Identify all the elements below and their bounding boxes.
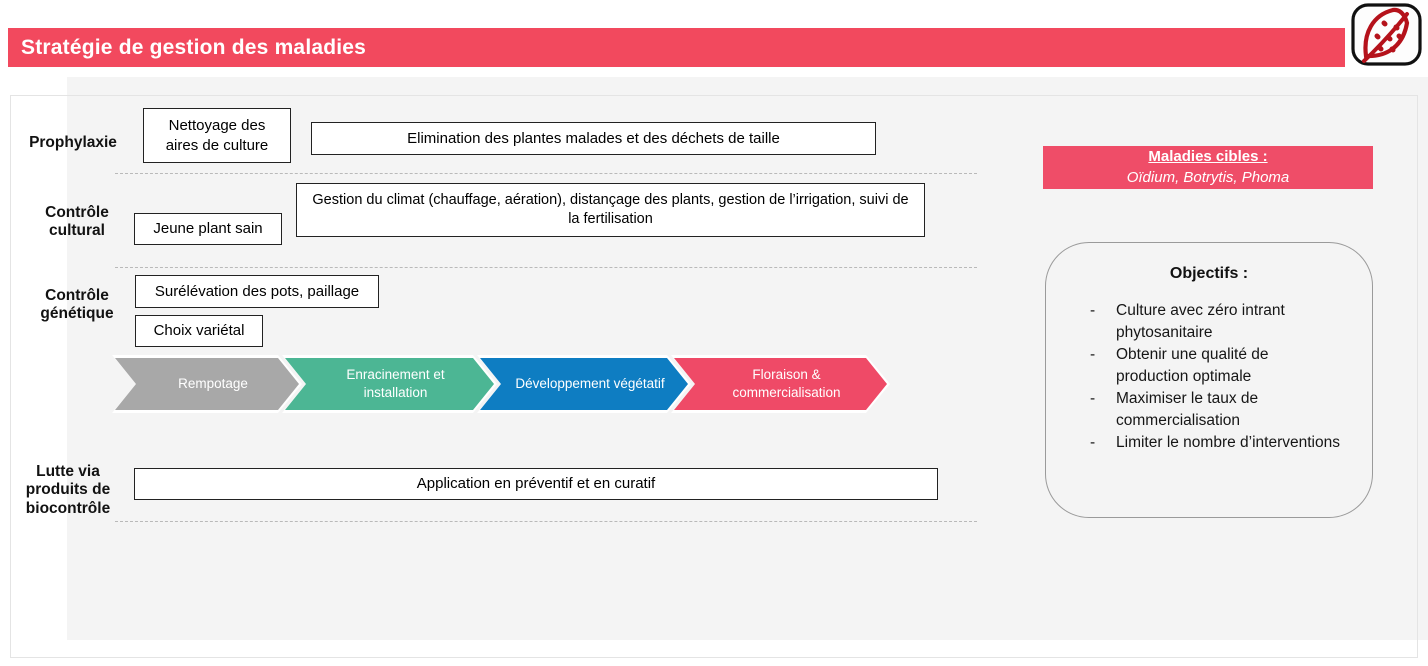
objectifs-title: Objectifs : (1169, 265, 1249, 282)
maladies-cibles-list: Oïdium, Botrytis, Phoma (1126, 168, 1290, 186)
objectif-text: Obtenir une qualité de production optima… (1116, 346, 1269, 385)
box-choix-varietal: Choix variétal (135, 315, 263, 347)
row-label-prophylaxie: Prophylaxie (29, 134, 117, 151)
maladies-cibles-title: Maladies cibles : (1148, 148, 1268, 166)
chevron-label: Développement végétatif (480, 358, 688, 410)
dashed-separator-1 (115, 173, 977, 174)
box-jeune-plant-sain: Jeune plant sain (134, 213, 282, 245)
dash-bullet: - (1090, 302, 1096, 319)
page-title: Stratégie de gestion des maladies (21, 35, 367, 59)
objectif-text: Limiter le nombre d’interventions (1116, 434, 1340, 451)
leaf-logo-icon (1351, 3, 1422, 66)
box-nettoyage-aires: Nettoyage des aires de culture (143, 108, 291, 163)
crop-stage-timeline: Rempotage Enracinement et installation D… (112, 355, 890, 413)
box-elimination-plantes: Elimination des plantes malades et des d… (311, 122, 876, 155)
chevron-label: Floraison & commercialisation (674, 358, 887, 410)
stage-enracinement: Enracinement et installation (282, 355, 497, 413)
objectif-item: - Limiter le nombre d’interventions (1090, 432, 1344, 454)
box-application-preventif: Application en préventif et en curatif (134, 468, 938, 500)
dash-bullet: - (1090, 434, 1096, 451)
objectif-item: - Obtenir une qualité de production opti… (1090, 344, 1344, 388)
stage-developpement: Développement végétatif (477, 355, 691, 413)
dashed-separator-2 (115, 267, 977, 268)
dash-bullet: - (1090, 390, 1096, 407)
stage-floraison: Floraison & commercialisation (671, 355, 890, 413)
chevron-label: Enracinement et installation (285, 358, 494, 410)
dash-bullet: - (1090, 346, 1096, 363)
row-label-biocontrole: Lutte via produits de biocontrôle (25, 463, 111, 517)
dashed-separator-3 (115, 521, 977, 522)
outer-frame (10, 95, 1418, 658)
objectifs-box: Objectifs : - Culture avec zéro intrant … (1045, 242, 1373, 518)
objectif-text: Culture avec zéro intrant phytosanitaire (1116, 302, 1285, 341)
box-surelevation-pots: Surélévation des pots, paillage (135, 275, 379, 308)
row-label-controle-cultural: Contrôle cultural (45, 204, 109, 240)
objectif-text: Maximiser le taux de commercialisation (1116, 390, 1259, 429)
maladies-cibles-box: Maladies cibles : Oïdium, Botrytis, Phom… (1043, 146, 1373, 189)
header-bar: Stratégie de gestion des maladies (8, 28, 1345, 67)
row-label-controle-genetique: Contrôle génétique (40, 287, 114, 323)
objectif-item: - Culture avec zéro intrant phytosanitai… (1090, 300, 1344, 344)
objectif-item: - Maximiser le taux de commercialisation (1090, 388, 1344, 432)
chevron-label: Rempotage (115, 358, 299, 410)
objectifs-list: - Culture avec zéro intrant phytosanitai… (1090, 300, 1344, 454)
stage-rempotage: Rempotage (112, 355, 302, 413)
box-gestion-climat: Gestion du climat (chauffage, aération),… (296, 183, 925, 237)
